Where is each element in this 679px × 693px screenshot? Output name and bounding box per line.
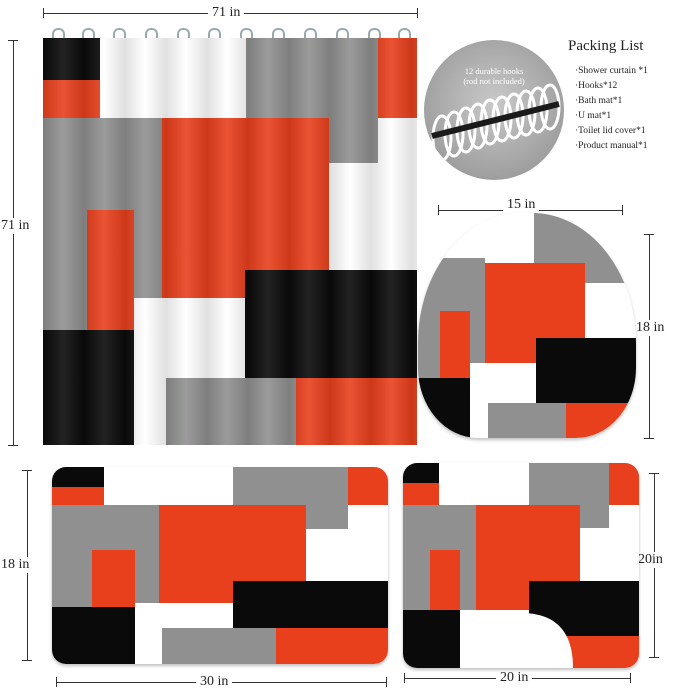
packing-list-item: ·Product manual*1 (575, 141, 648, 151)
curtain-height-label: 71 in (0, 218, 31, 234)
umat-width-label: 20 in (496, 670, 533, 686)
curtain-hook-icon (336, 28, 349, 42)
lid-width-tick-left (438, 205, 439, 215)
u-mat-image (403, 463, 639, 668)
curtain-hook-icon (52, 28, 65, 42)
umat-height-tick-top (649, 473, 659, 474)
curtain-height-tick-bottom (8, 445, 18, 446)
bathmat-height-tick-top (22, 470, 32, 471)
lid-height-tick-bottom (644, 438, 654, 439)
lid-height-tick-top (644, 234, 654, 235)
umat-width-tick-right (630, 673, 631, 683)
curtain-hook-icon (145, 28, 158, 42)
curtain-hook-icon (177, 28, 190, 42)
bathmat-width-label: 30 in (196, 674, 233, 690)
curtain-hook-icon (304, 28, 317, 42)
lid-height-label: 18 in (632, 320, 669, 336)
hooks-badge: 12 durable hooks (rod not included) (424, 40, 564, 180)
bathmat-width-tick-right (386, 677, 387, 687)
curtain-hook-icon (113, 28, 126, 42)
curtain-hook-icon (208, 28, 221, 42)
curtain-height-dimension-line (13, 40, 14, 445)
packing-list-item: ·Toilet lid cover*1 (575, 126, 646, 136)
lid-width-tick-right (622, 205, 623, 215)
curtain-width-tick-right (417, 8, 418, 18)
curtain-hook-icon (272, 28, 285, 42)
packing-list: ·Shower curtain *1 ·Hooks*12 ·Bath mat*1… (575, 64, 648, 154)
bathmat-width-tick-left (56, 677, 57, 687)
hooks-badge-line2: (rod not included) (463, 76, 525, 86)
curtain-height-tick-top (8, 40, 18, 41)
curtain-hook-icon (368, 28, 381, 42)
packing-list-item: ·Hooks*12 (575, 81, 618, 91)
curtain-hook-icon (82, 28, 95, 42)
umat-height-label: 20in (637, 552, 664, 568)
bathmat-height-tick-bottom (22, 660, 32, 661)
lid-width-label: 15 in (503, 197, 540, 213)
curtain-width-tick-left (43, 8, 44, 18)
hooks-badge-line1: 12 durable hooks (464, 66, 524, 76)
curtain-hook-icon (398, 28, 411, 42)
umat-width-tick-left (404, 673, 405, 683)
curtain-width-label: 71 in (208, 5, 245, 21)
umat-height-tick-bottom (649, 657, 659, 658)
shower-curtain-image (43, 38, 417, 445)
bath-mat-image (52, 467, 388, 664)
packing-list-item: ·U mat*1 (575, 111, 612, 121)
packing-list-item: ·Bath mat*1 (575, 96, 623, 106)
curtain-hook-icon (240, 28, 253, 42)
lid-height-dimension-line (649, 234, 650, 438)
hooks-rings-icon (431, 83, 561, 162)
toilet-lid-cover-image (418, 213, 636, 438)
packing-list-title: Packing List (568, 38, 644, 54)
bathmat-height-label: 18 in (0, 557, 31, 573)
packing-list-item: ·Shower curtain *1 (575, 66, 648, 76)
